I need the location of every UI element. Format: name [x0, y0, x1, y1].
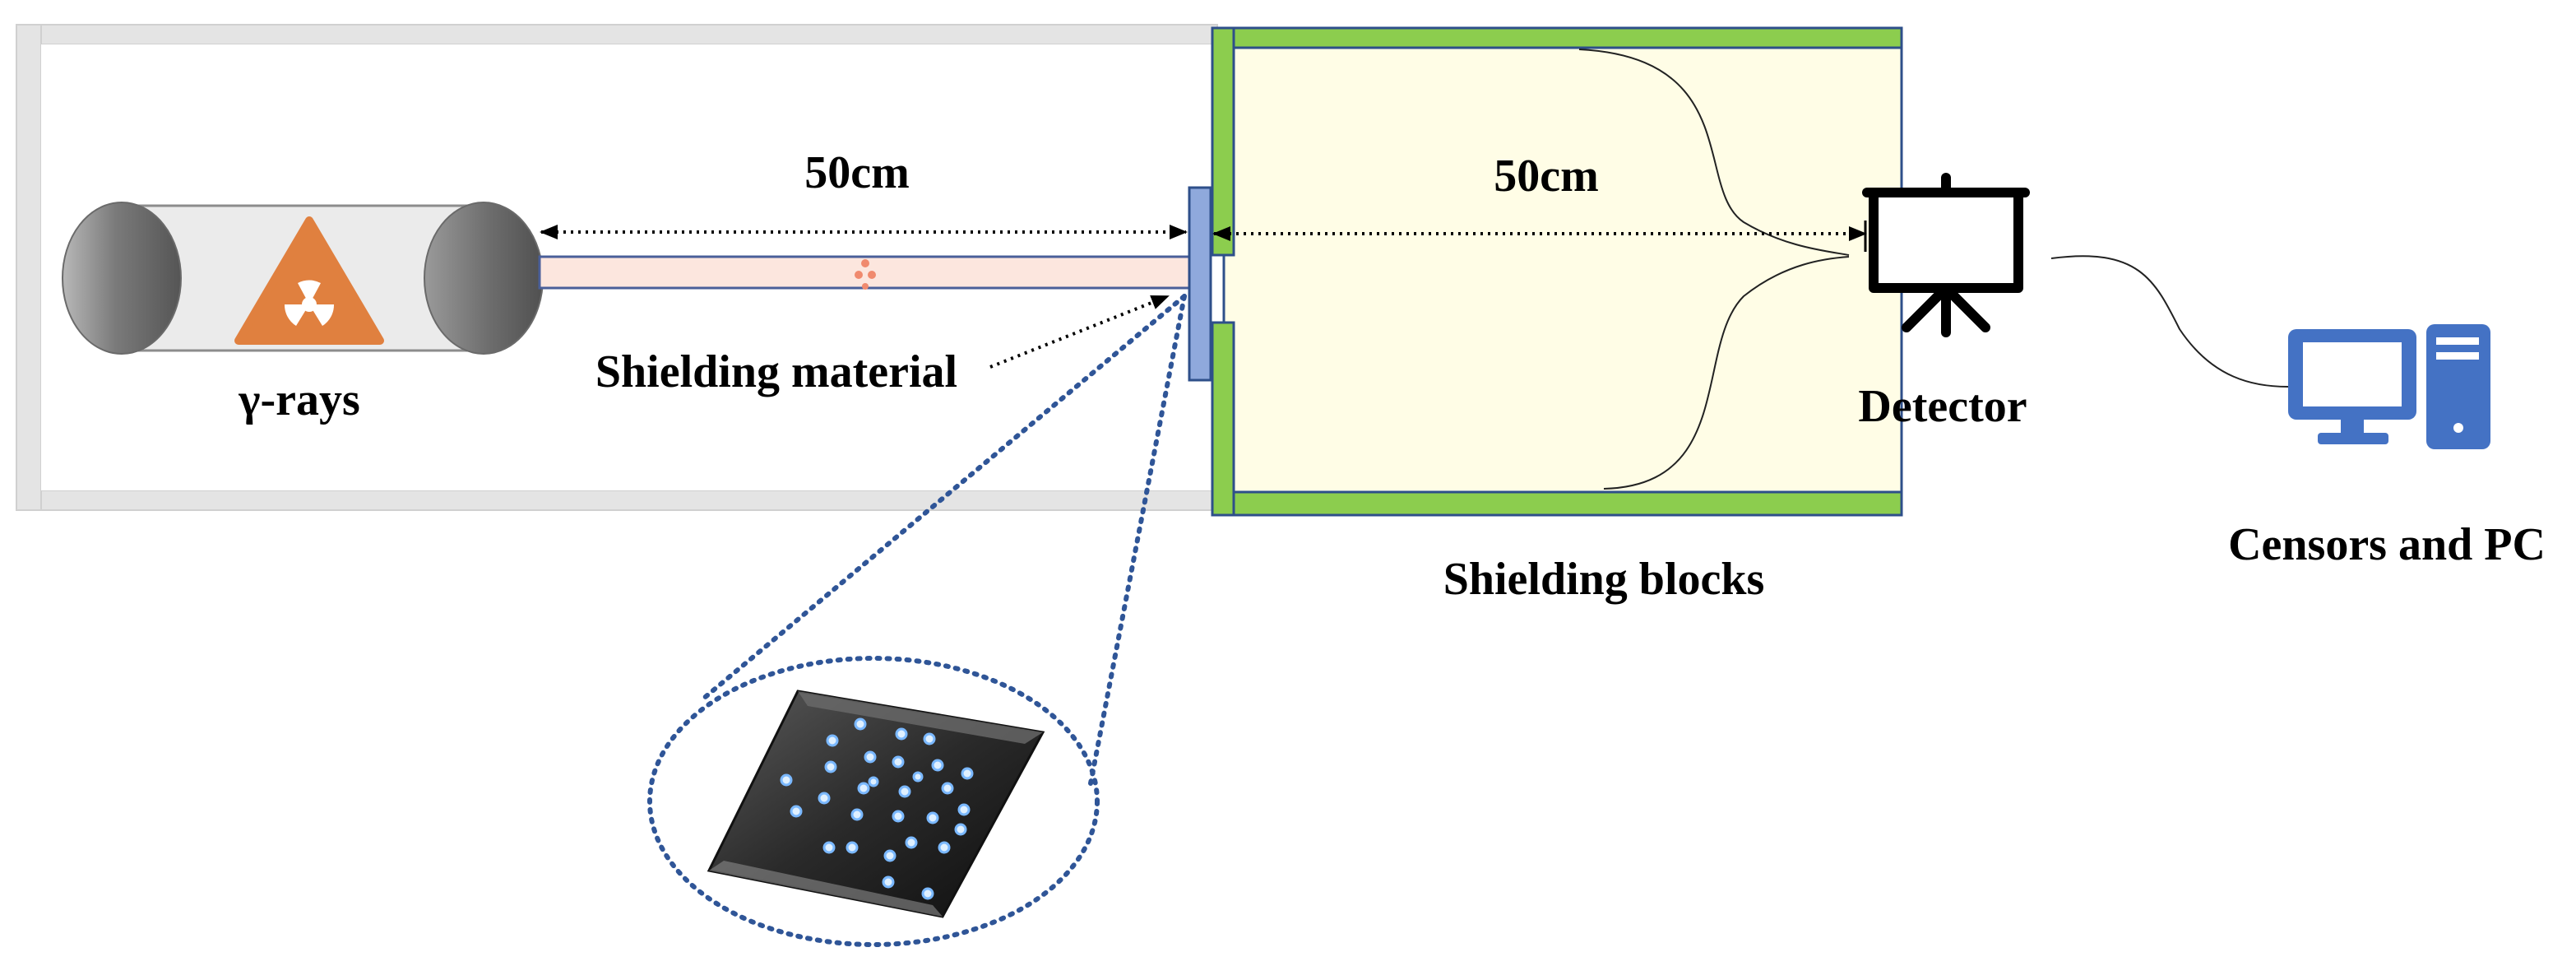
shielding-block-left-upper [1211, 26, 1235, 257]
label-distance-detector: 50cm [1494, 151, 1599, 202]
radiation-hazard-icon [234, 216, 384, 345]
shielding-material-leader [989, 295, 1170, 369]
zoom-projection [647, 294, 1187, 947]
desktop-computer-icon [2288, 324, 2490, 449]
magnified-shielding-plate [707, 690, 1045, 918]
source-sphere-right [424, 202, 544, 355]
gamma-beam [538, 255, 1191, 290]
label-shielding-blocks: Shielding blocks [1443, 554, 1765, 605]
label-pc: Censors and PC [2228, 519, 2546, 570]
shielding-block-bottom [1212, 490, 1903, 517]
field-curve-lower [1603, 256, 1850, 490]
shielding-block-left-lower [1211, 321, 1235, 517]
shielding-material-sample [1188, 186, 1212, 382]
label-gamma-rays: γ-rays [238, 374, 360, 425]
embedded-particles [780, 718, 974, 900]
detector-cable [2050, 255, 2289, 388]
detector-easel-icon [1862, 173, 2030, 337]
beam-radiation-icon [855, 259, 876, 290]
label-detector: Detector [1858, 381, 2027, 432]
label-shielding-material: Shielding material [595, 346, 957, 397]
label-distance-source: 50cm [804, 147, 910, 198]
gamma-source [62, 202, 544, 355]
source-sphere-left [62, 202, 182, 355]
shielding-chamber [1211, 26, 1903, 517]
shielding-block-top [1212, 26, 1903, 49]
field-curve-upper [1578, 49, 1850, 256]
